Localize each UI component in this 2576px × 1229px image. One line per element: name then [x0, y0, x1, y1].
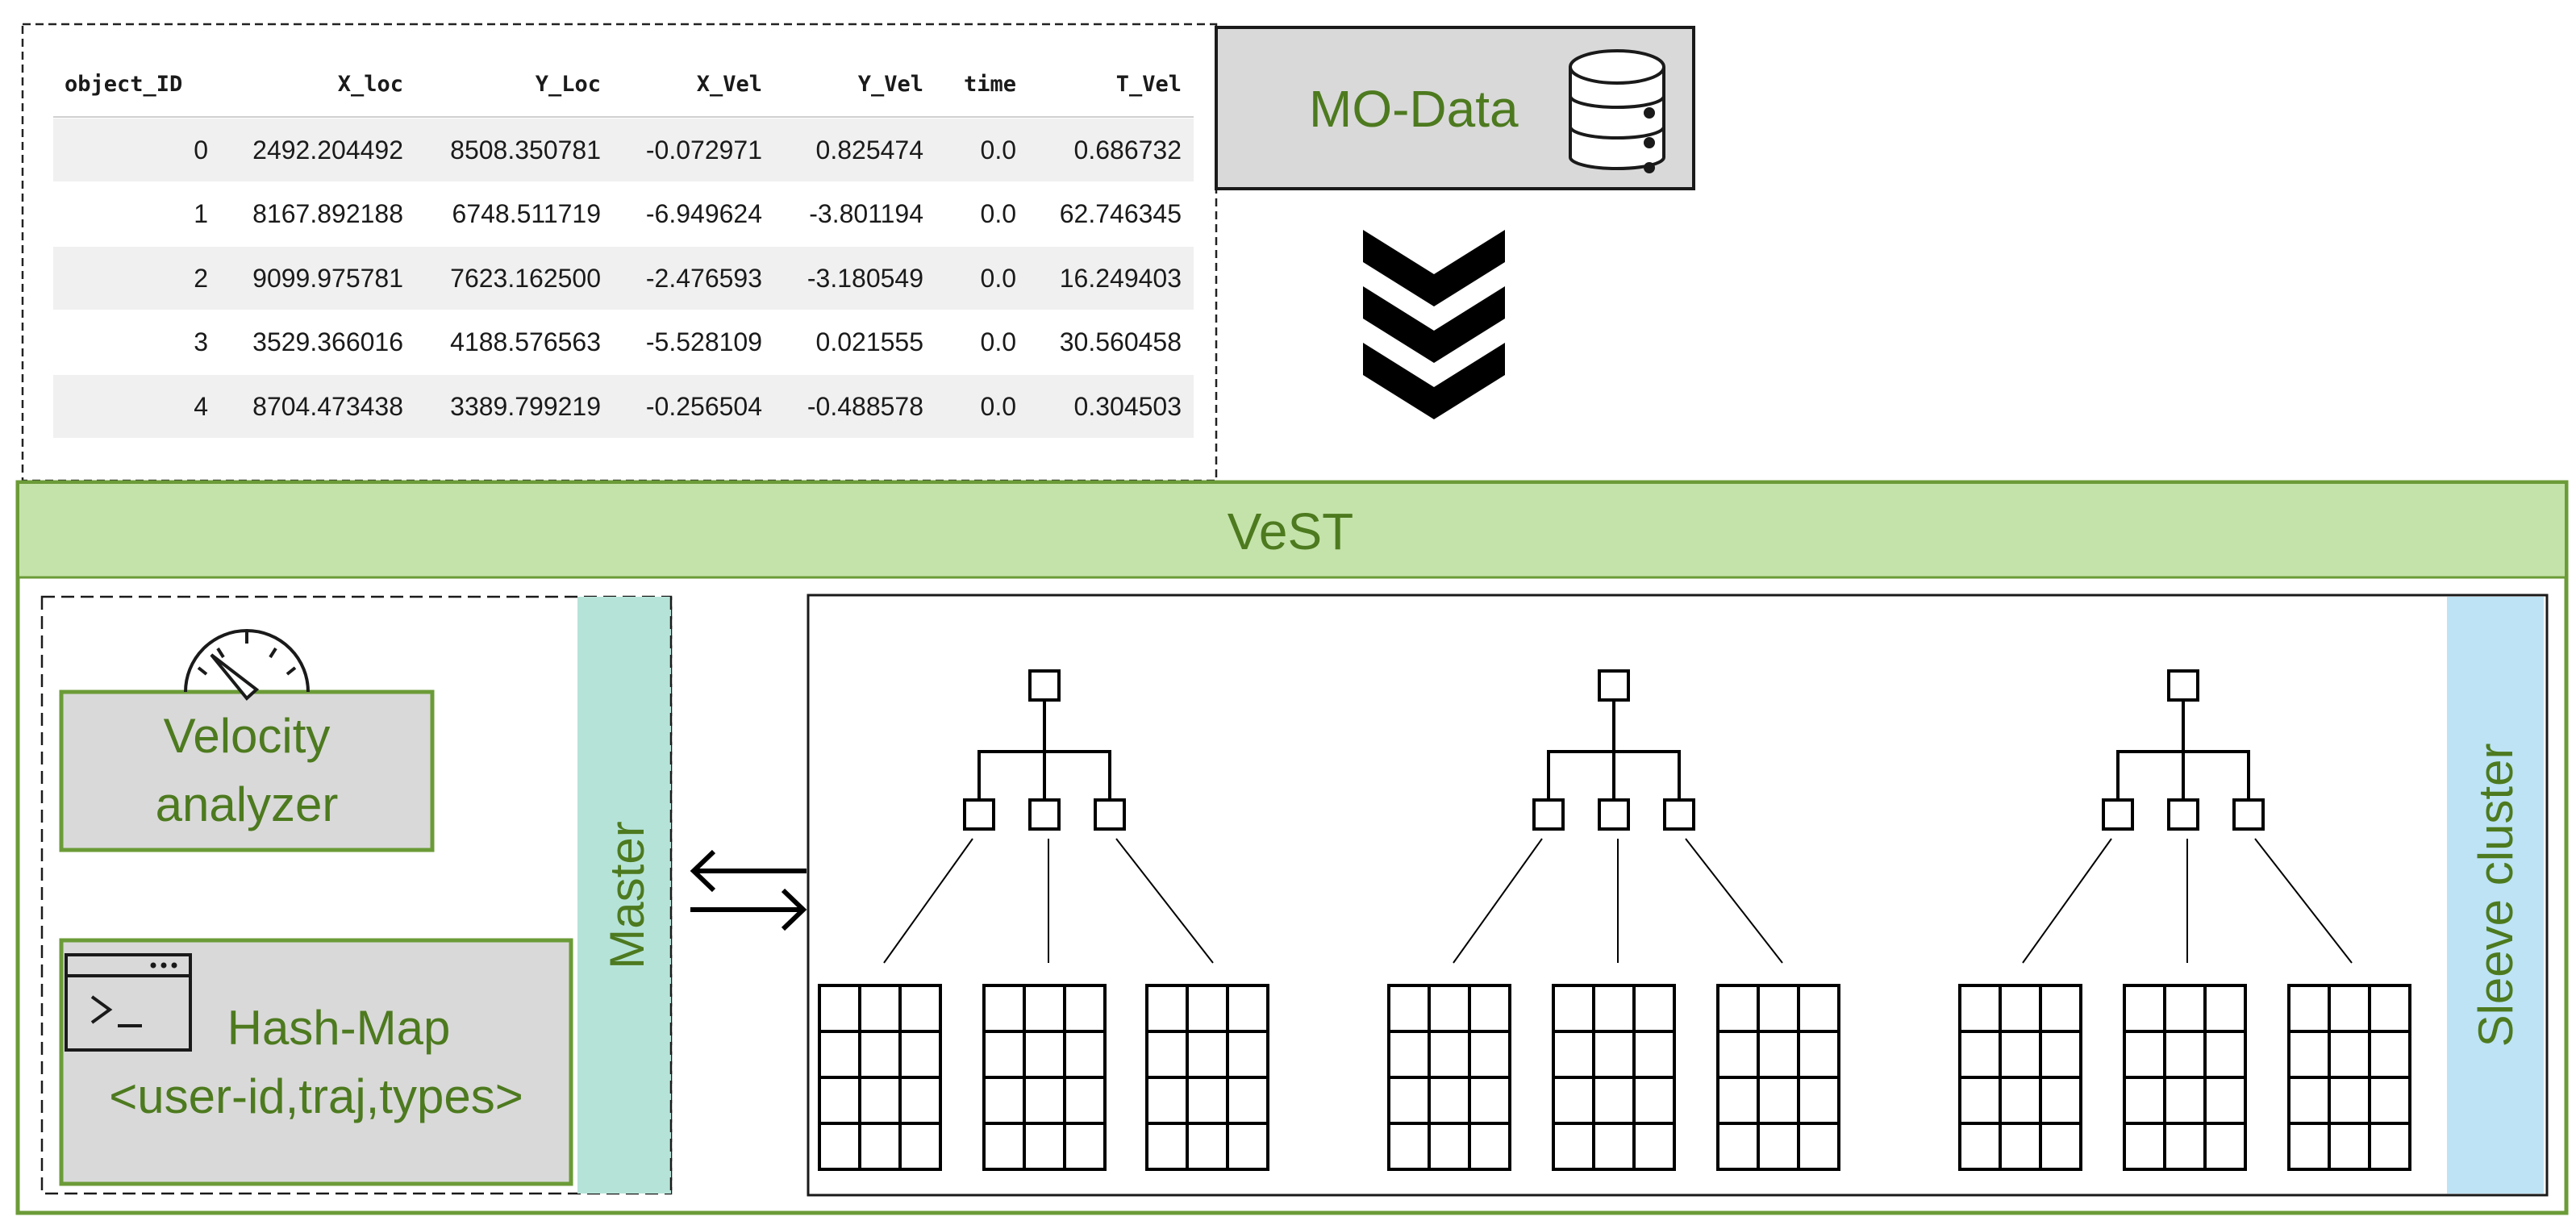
mo-data-label: MO-Data	[1309, 80, 1519, 138]
table-cell: -6.949624	[646, 199, 762, 228]
tree-structure	[1453, 669, 1783, 964]
grid-block-icon	[2123, 984, 2247, 1171]
grid-block-icon	[2287, 984, 2411, 1171]
column-header: T_Vel	[1116, 72, 1182, 97]
tree-structure	[883, 669, 1214, 964]
tree-structure	[2022, 669, 2353, 964]
grid-block-icon	[1716, 984, 1840, 1171]
table-cell: -3.801194	[809, 199, 923, 228]
database-icon	[1569, 49, 1665, 173]
hash-map-line1: Hash-Map	[227, 1001, 451, 1055]
table-cell: -5.528109	[646, 327, 762, 356]
table-header: object_ID X_loc Y_Loc X_Vel Y_Vel time T…	[65, 72, 1182, 97]
bidirectional-arrows-icon	[690, 849, 807, 931]
table-cell: 30.560458	[1060, 327, 1182, 356]
table-cell: -2.476593	[646, 264, 762, 293]
table-cell: 4	[194, 392, 208, 421]
table-cell: 0.0	[981, 199, 1016, 228]
table-row: 2 9099.975781 7623.162500 -2.476593 -3.1…	[194, 264, 1182, 293]
table-row-stripe	[53, 119, 1194, 181]
table-cell: -3.180549	[807, 264, 923, 293]
mo-data-box: MO-Data	[1215, 26, 1695, 190]
sleeve-cluster: Sleeve cluster	[807, 594, 2549, 1197]
table-cell: 0	[194, 135, 208, 165]
grid-block-icon	[1552, 984, 1676, 1171]
velocity-analyzer-line2: analyzer	[156, 777, 339, 831]
table-row: 1 8167.892188 6748.511719 -6.949624 -3.8…	[194, 199, 1182, 228]
table-cell: 0.0	[981, 135, 1016, 165]
table-cell: 7623.162500	[450, 264, 601, 293]
table-cell: 3	[194, 327, 208, 356]
table-cell: 8508.350781	[450, 135, 601, 165]
grid-block-icon	[1387, 984, 1511, 1171]
table-cell: 9099.975781	[252, 264, 403, 293]
table-cell: 0.686732	[1074, 135, 1182, 165]
table-cell: 4188.576563	[450, 327, 601, 356]
master-group: Master Velocity analyzer Hash-Map <u	[40, 595, 673, 1195]
speedometer-icon	[184, 629, 310, 701]
table-cell: 3529.366016	[252, 327, 403, 356]
table-cell: 0.0	[981, 264, 1016, 293]
terminal-window-icon	[65, 953, 192, 1052]
column-header: object_ID	[65, 72, 182, 97]
table-cell: 0.304503	[1074, 392, 1182, 421]
table-cell: 0.0	[981, 392, 1016, 421]
table-cell: 0.825474	[816, 135, 923, 165]
grid-block-icon	[1958, 984, 2082, 1171]
column-header: time	[964, 72, 1016, 97]
table-cell: 1	[194, 199, 208, 228]
table-cell: 0.021555	[816, 327, 923, 356]
column-header: Y_Vel	[858, 72, 923, 97]
table-cell: 62.746345	[1060, 199, 1182, 228]
column-header: X_Vel	[697, 72, 762, 97]
data-table: object_ID X_loc Y_Loc X_Vel Y_Vel time T…	[21, 23, 1218, 482]
table-row: 4 8704.473438 3389.799219 -0.256504 -0.4…	[194, 392, 1182, 421]
column-header: Y_Loc	[536, 72, 601, 97]
table-row-stripe	[53, 247, 1194, 310]
column-header: X_loc	[338, 72, 403, 97]
table-cell: -0.256504	[646, 392, 762, 421]
master-bar	[577, 597, 671, 1194]
table-cell: 0.0	[981, 327, 1016, 356]
table-cell: 8704.473438	[252, 392, 403, 421]
table-row: 3 3529.366016 4188.576563 -5.528109 0.02…	[194, 327, 1182, 356]
hash-map-line2: <user-id,traj,types>	[109, 1069, 523, 1123]
sleeve-cluster-label: Sleeve cluster	[2469, 744, 2523, 1048]
table-cell: 8167.892188	[252, 199, 403, 228]
velocity-analyzer-box: Velocity analyzer	[59, 689, 435, 852]
grid-block-icon	[982, 984, 1107, 1171]
table-cell: 6748.511719	[452, 199, 601, 228]
grid-block-icon	[1145, 984, 1269, 1171]
table-cell: 16.249403	[1060, 264, 1182, 293]
master-label: Master	[600, 821, 654, 969]
grid-block-icon	[818, 984, 942, 1171]
table-cell: 2492.204492	[252, 135, 403, 165]
table-cell: -0.072971	[646, 135, 762, 165]
vest-title: VeST	[1228, 502, 1354, 560]
sleeve-bar	[2447, 597, 2544, 1194]
table-row: 0 2492.204492 8508.350781 -0.072971 0.82…	[194, 135, 1182, 165]
table-cell: -0.488578	[807, 392, 923, 421]
table-cell: 3389.799219	[450, 392, 601, 421]
vest-header	[19, 484, 2565, 577]
velocity-analyzer-line1: Velocity	[164, 709, 331, 763]
triple-chevron-down-icon	[1363, 230, 1505, 419]
vest-container: VeST Master Velocity analyzer	[15, 480, 2569, 1215]
table-cell: 2	[194, 264, 208, 293]
table-row-stripe	[53, 375, 1194, 438]
